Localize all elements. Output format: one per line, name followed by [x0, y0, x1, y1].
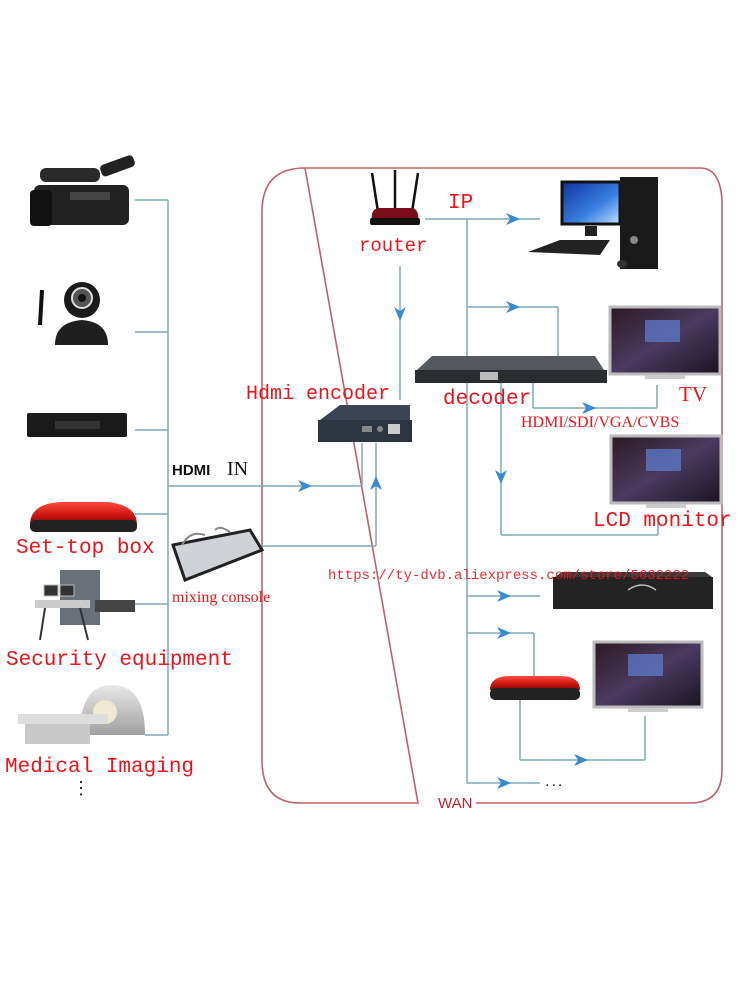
ip-label: IP	[448, 192, 474, 215]
mixing-console-label: mixing console	[172, 589, 271, 606]
router-icon	[370, 170, 420, 225]
arrow-icon	[370, 476, 382, 490]
arrow-icon	[298, 480, 312, 492]
wan-label: WAN	[434, 796, 477, 811]
medical-imaging-icon	[18, 685, 145, 744]
arrow-icon	[495, 470, 507, 484]
outputs-label: HDMI/SDI/VGA/CVBS	[521, 414, 680, 431]
arrow-icon	[582, 402, 596, 414]
lcd-monitor-label: LCD monitor	[593, 510, 732, 533]
pc-icon	[528, 177, 658, 269]
hdmi-in-label-b: IN	[227, 458, 249, 480]
hdmi-encoder-icon	[318, 405, 412, 442]
camcorder-icon	[30, 155, 135, 226]
router-label: router	[359, 235, 428, 257]
arrow-icon	[497, 590, 511, 602]
arrow-icon	[497, 777, 511, 789]
security-equipment-label: Security equipment	[6, 649, 233, 672]
decoder-label: decoder	[443, 388, 532, 411]
tv-icon	[608, 305, 722, 379]
mixing-console-icon	[171, 526, 265, 582]
arrow-icon	[574, 754, 588, 766]
media-player-icon	[27, 413, 127, 437]
hdmi-in-label-a: HDMI	[172, 462, 211, 479]
flow-arrows	[298, 213, 596, 789]
tv-label: TV	[679, 382, 707, 406]
nvr-icon	[553, 572, 713, 609]
arrow-icon	[394, 307, 406, 321]
store-url-watermark: https://ty-dvb.aliexpress.com/store/5632…	[328, 568, 690, 584]
medical-imaging-label: Medical Imaging	[5, 756, 195, 779]
hdmi-encoder-label: Hdmi encoder	[246, 383, 391, 406]
set-top-box-2-icon	[490, 676, 580, 700]
arrow-icon	[497, 627, 511, 639]
arrow-icon	[506, 301, 520, 313]
set-top-box-icon	[30, 502, 137, 532]
security-equipment-icon	[35, 570, 135, 641]
lcd-monitor-icon	[609, 434, 723, 508]
tv-2-icon	[592, 640, 704, 712]
arrow-icon	[506, 213, 520, 225]
decoder-icon	[415, 356, 607, 383]
set-top-box-label: Set-top box	[16, 537, 155, 560]
more-sources-ellipsis: ⋮	[72, 778, 90, 798]
ip-camera-icon	[38, 282, 108, 345]
more-outputs-ellipsis: ...	[545, 773, 565, 790]
